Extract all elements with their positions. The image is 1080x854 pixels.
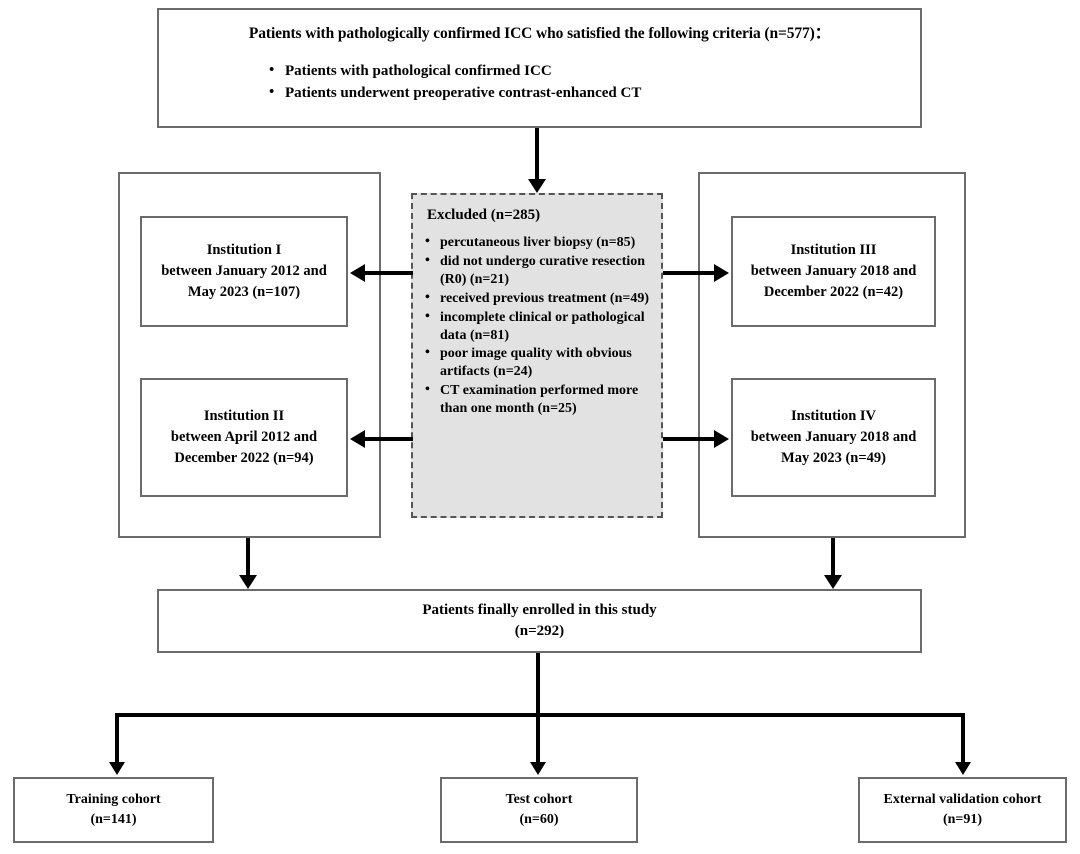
institution-3-name: Institution III <box>790 241 877 258</box>
connector-cohort-bus <box>115 713 965 717</box>
arrow-excluded-to-institution-4 <box>714 430 729 448</box>
excluded-title: Excluded (n=285) <box>427 207 541 223</box>
excluded-reason-1: percutaneous liver biopsy (n=85) <box>423 233 653 252</box>
connector-excluded-to-institution-2 <box>365 437 413 441</box>
test-cohort-box: Test cohort (n=60) <box>440 777 638 843</box>
institution-4-name: Institution IV <box>790 407 876 424</box>
criteria-item-1: Patients with pathological confirmed ICC <box>269 60 641 81</box>
connector-excluded-to-institution-1 <box>365 271 413 275</box>
excluded-reason-4: incomplete clinical or pathological data… <box>423 308 653 345</box>
external-validation-cohort-label: External validation cohort <box>883 791 1042 807</box>
excluded-reason-2: did not undergo curative resection (R0) … <box>423 252 653 289</box>
arrow-right-group-to-enrolled <box>824 575 842 589</box>
criteria-item-2: Patients underwent preoperative contrast… <box>269 82 641 103</box>
connector-top-to-excluded <box>535 128 539 180</box>
institution-1-box: Institution I between January 2012 and M… <box>140 216 348 327</box>
test-cohort-count: (n=60) <box>519 812 559 827</box>
connector-right-group-to-enrolled <box>831 538 835 576</box>
connector-excluded-to-institution-4 <box>663 437 714 441</box>
arrow-excluded-to-institution-2 <box>350 430 365 448</box>
institution-4-count: May 2023 (n=49) <box>781 450 886 466</box>
connector-excluded-to-institution-3 <box>663 271 714 275</box>
excluded-reasons-list: percutaneous liver biopsy (n=85) did not… <box>423 233 653 418</box>
connector-bus-to-training <box>115 713 119 763</box>
excluded-reason-3: received previous treatment (n=49) <box>423 289 653 308</box>
institution-4-box: Institution IV between January 2018 and … <box>731 378 936 497</box>
excluded-patients-box: Excluded (n=285) percutaneous liver biop… <box>411 193 663 518</box>
arrow-to-external-validation-cohort <box>955 762 971 775</box>
institution-2-box: Institution II between April 2012 and De… <box>140 378 348 497</box>
institution-1-period: between January 2012 and <box>161 262 327 279</box>
eligible-patients-box: Patients with pathologically confirmed I… <box>157 8 922 128</box>
arrow-excluded-to-institution-1 <box>350 264 365 282</box>
connector-bus-to-external <box>961 713 965 763</box>
connector-bus-to-test <box>536 713 540 763</box>
institution-1-name: Institution I <box>206 241 282 258</box>
external-validation-cohort-count: (n=91) <box>942 812 983 827</box>
test-cohort-label: Test cohort <box>505 791 573 807</box>
institution-2-count: December 2022 (n=94) <box>174 450 314 466</box>
institution-3-box: Institution III between January 2018 and… <box>731 216 936 327</box>
training-cohort-box: Training cohort (n=141) <box>13 777 214 843</box>
arrow-excluded-to-institution-3 <box>714 264 729 282</box>
excluded-reason-6: CT examination performed more than one m… <box>423 381 653 418</box>
enrolled-patients-box: Patients finally enrolled in this study … <box>157 589 922 653</box>
enrolled-label: Patients finally enrolled in this study <box>422 602 657 618</box>
institution-4-period: between January 2018 and <box>750 428 917 445</box>
training-cohort-label: Training cohort <box>66 791 161 807</box>
enrolled-count: (n=292) <box>514 623 565 639</box>
connector-left-group-to-enrolled <box>246 538 250 576</box>
external-validation-cohort-box: External validation cohort (n=91) <box>858 777 1067 843</box>
arrow-to-test-cohort <box>530 762 546 775</box>
arrow-top-to-excluded <box>528 179 546 193</box>
excluded-reason-5: poor image quality with obvious artifact… <box>423 344 653 381</box>
institution-3-period: between January 2018 and <box>750 262 917 279</box>
connector-enrolled-stem <box>536 653 540 717</box>
institution-2-name: Institution II <box>203 407 285 424</box>
institution-2-period: between April 2012 and <box>170 428 318 445</box>
institution-1-count: May 2023 (n=107) <box>187 284 301 300</box>
institution-3-count: December 2022 (n=42) <box>763 284 904 300</box>
training-cohort-count: (n=141) <box>90 812 137 827</box>
eligibility-criteria-list: Patients with pathological confirmed ICC… <box>159 59 641 106</box>
arrow-left-group-to-enrolled <box>239 575 257 589</box>
arrow-to-training-cohort <box>109 762 125 775</box>
eligible-patients-title: Patients with pathologically confirmed I… <box>248 25 831 42</box>
